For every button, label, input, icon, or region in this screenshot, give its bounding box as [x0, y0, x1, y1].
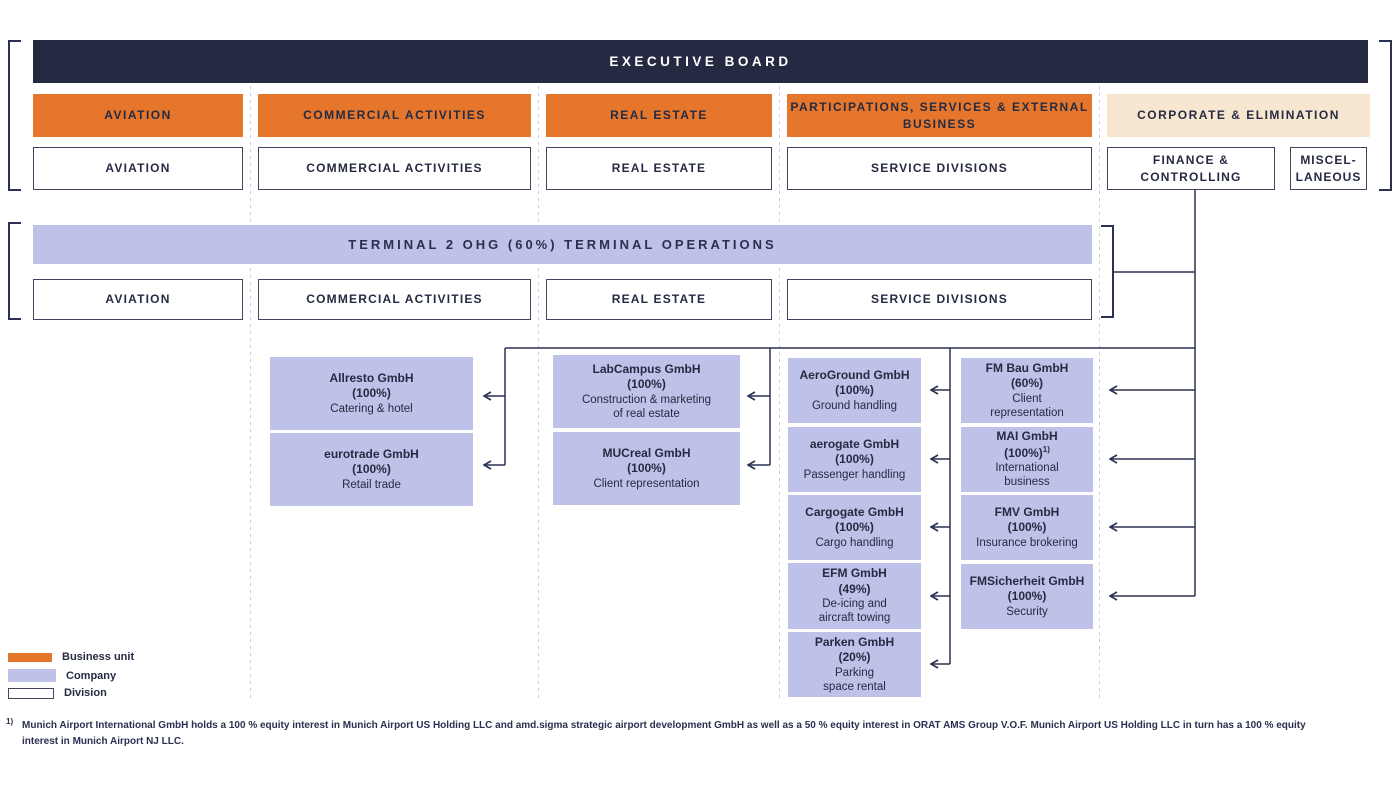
division-finance-controlling: FINANCE & CONTROLLING	[1107, 147, 1275, 190]
legend-label: Company	[66, 669, 117, 682]
company-share: (100%)	[835, 452, 874, 467]
company-name: AeroGround GmbH	[799, 367, 910, 382]
company-share: (100%)1)	[1004, 444, 1050, 460]
division-commercial-activities-terminal: COMMERCIAL ACTIVITIES	[258, 279, 531, 320]
company-parken: Parken GmbH (20%) Parking space rental	[788, 632, 921, 697]
company-name: eurotrade GmbH	[324, 446, 419, 461]
division-service-divisions-terminal: SERVICE DIVISIONS	[787, 279, 1092, 320]
legend-swatch-company	[8, 669, 56, 682]
company-name: FMV GmbH	[994, 504, 1060, 519]
company-efm: EFM GmbH (49%) De-icing and aircraft tow…	[788, 563, 921, 629]
company-mai: MAI GmbH (100%)1) International business	[961, 427, 1093, 492]
company-share: (49%)	[838, 581, 871, 596]
company-desc: Passenger handling	[803, 468, 906, 481]
company-desc: Retail trade	[342, 478, 401, 491]
bracket-terminal-left	[8, 222, 21, 320]
company-desc: Insurance brokering	[976, 536, 1078, 549]
column-separator-dashed-lines	[250, 86, 1100, 700]
terminal2-ohg-bar: TERMINAL 2 OHG (60%) TERMINAL OPERATIONS	[33, 225, 1092, 264]
company-desc: Client representation	[593, 477, 700, 490]
company-fmv: FMV GmbH (100%) Insurance brokering	[961, 495, 1093, 560]
company-desc: Construction & marketing of real estate	[581, 393, 712, 420]
company-share: (100%)	[835, 520, 874, 535]
bracket-terminal-right	[1101, 225, 1114, 318]
group-brackets	[8, 40, 1392, 320]
company-name: MUCreal GmbH	[602, 445, 691, 460]
company-eurotrade: eurotrade GmbH (100%) Retail trade	[270, 433, 473, 506]
ownership-connector-lines	[504, 190, 1196, 664]
division-real-estate-top: REAL ESTATE	[546, 147, 772, 190]
business-unit-corporate-elimination: CORPORATE & ELIMINATION	[1107, 94, 1370, 137]
company-share: (20%)	[838, 650, 871, 665]
company-fmsicherheit: FMSicherheit GmbH (100%) Security	[961, 564, 1093, 629]
company-name: Cargogate GmbH	[805, 504, 904, 519]
legend-swatch-division	[8, 687, 54, 699]
company-desc: Ground handling	[811, 399, 898, 412]
legend-label: Business unit	[62, 651, 135, 663]
company-labcampus: LabCampus GmbH (100%) Construction & mar…	[553, 355, 740, 428]
company-name: Parken GmbH	[814, 634, 895, 649]
division-service-divisions-top: SERVICE DIVISIONS	[787, 147, 1092, 190]
company-name: aerogate GmbH	[809, 436, 900, 451]
company-desc: Client representation	[990, 392, 1064, 419]
legend-label: Division	[64, 687, 107, 699]
company-name: MAI GmbH	[996, 429, 1058, 444]
ownership-arrow-icons	[484, 390, 1195, 664]
company-fm-bau: FM Bau GmbH (60%) Client representation	[961, 358, 1093, 423]
company-mucreal: MUCreal GmbH (100%) Client representatio…	[553, 432, 740, 505]
business-unit-commercial-activities: COMMERCIAL ACTIVITIES	[258, 94, 531, 137]
division-commercial-activities-top: COMMERCIAL ACTIVITIES	[258, 147, 531, 190]
business-unit-participations-services: PARTICIPATIONS, SERVICES & EXTERNAL BUSI…	[787, 94, 1092, 137]
bracket-top-right	[1379, 40, 1392, 191]
legend-item-company: Company	[8, 669, 116, 682]
company-name: FMSicherheit GmbH	[969, 573, 1085, 588]
company-name: EFM GmbH	[822, 566, 887, 581]
company-desc: Cargo handling	[815, 536, 894, 549]
company-name: Allresto GmbH	[329, 370, 414, 385]
footnote: 1) Munich Airport International GmbH hol…	[0, 717, 1330, 749]
division-aviation-top: AVIATION	[33, 147, 243, 190]
company-aerogate: aerogate GmbH (100%) Passenger handling	[788, 427, 921, 492]
company-cargogate: Cargogate GmbH (100%) Cargo handling	[788, 495, 921, 560]
company-share: (100%)	[1007, 520, 1047, 535]
company-desc: De-icing and aircraft towing	[818, 598, 891, 625]
company-share: (60%)	[1010, 376, 1043, 391]
company-share: (100%)	[352, 462, 391, 477]
company-share: (100%)	[1007, 589, 1047, 604]
company-desc: International business	[995, 462, 1059, 489]
legend-item-division: Division	[8, 687, 107, 699]
footnote-text: Munich Airport International GmbH holds …	[22, 720, 1306, 747]
division-real-estate-terminal: REAL ESTATE	[546, 279, 772, 320]
company-share: (100%)	[627, 461, 666, 476]
division-aviation-terminal: AVIATION	[33, 279, 243, 320]
legend-item-business-unit: Business unit	[8, 651, 134, 663]
footnote-marker: 1)	[6, 717, 14, 726]
company-aeroground: AeroGround GmbH (100%) Ground handling	[788, 358, 921, 423]
executive-board-bar: EXECUTIVE BOARD	[33, 40, 1368, 83]
business-unit-real-estate: REAL ESTATE	[546, 94, 772, 137]
company-share: (100%)	[835, 383, 874, 398]
footnote-ref: 1)	[1042, 444, 1050, 454]
bracket-top-left	[8, 40, 21, 191]
company-desc: Catering & hotel	[330, 402, 413, 415]
legend-swatch-business-unit	[8, 652, 52, 662]
company-name: FM Bau GmbH	[985, 360, 1069, 375]
division-miscellaneous: MISCEL- LANEOUS	[1290, 147, 1367, 190]
business-unit-aviation: AVIATION	[33, 94, 243, 137]
company-share: (100%)	[352, 386, 391, 401]
company-share: (100%)	[627, 377, 666, 392]
company-desc: Security	[1006, 605, 1048, 618]
company-name: LabCampus GmbH	[592, 361, 701, 376]
company-allresto: Allresto GmbH (100%) Catering & hotel	[270, 357, 473, 430]
company-desc: Parking space rental	[823, 666, 886, 693]
